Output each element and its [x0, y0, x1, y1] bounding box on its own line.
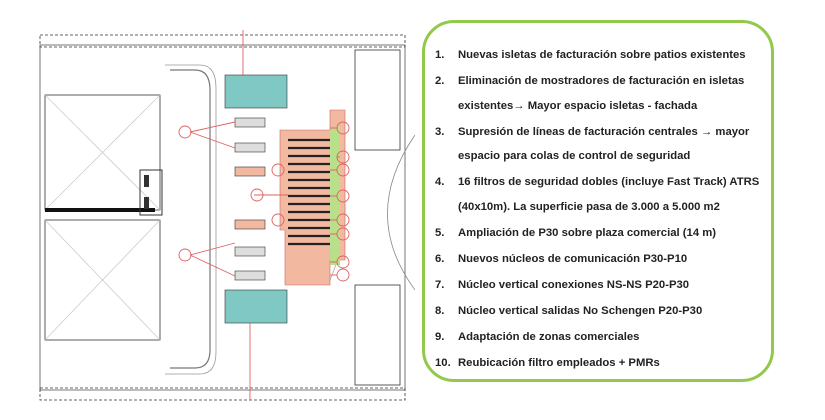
item-number: 8. — [435, 304, 445, 317]
item-number: 3. — [435, 125, 445, 138]
list-item: 9. Adaptación de zonas comerciales — [435, 325, 775, 350]
list-item: 10. Reubicación filtro empleados + PMRs — [435, 351, 775, 376]
improvements-list: 1. Nuevas isletas de facturación sobre pa… — [435, 43, 775, 377]
list-item: 7. Núcleo vertical conexiones NS-NS P20-P… — [435, 273, 775, 298]
improvements-list-panel: 1. Nuevas isletas de facturación sobre pa… — [422, 20, 774, 382]
terminal-floor-plan — [39, 30, 415, 401]
item-number: 2. — [435, 75, 445, 87]
item-text: Eliminación de mostradores de facturació… — [458, 75, 745, 112]
item-text: Nuevos núcleos de comunicación P30-P10 — [458, 252, 688, 265]
item-text: Supresión de líneas de facturación centr… — [458, 125, 750, 163]
list-item: 4. 16 filtros de seguridad dobles (incluy… — [435, 170, 775, 219]
item-text: Reubicación filtro empleados + PMRs — [458, 356, 660, 369]
item-text: 16 filtros de seguridad dobles (incluye … — [458, 176, 760, 213]
item-text: Nuevas isletas de facturación sobre pati… — [458, 49, 746, 61]
item-number: 4. — [435, 176, 445, 188]
list-item: 2. Eliminación de mostradores de facturac… — [435, 69, 775, 118]
item-text: Ampliación de P30 sobre plaza comercial … — [458, 226, 717, 239]
list-item: 5. Ampliación de P30 sobre plaza comercia… — [435, 221, 775, 246]
list-item: 3. Supresión de líneas de facturación cen… — [435, 120, 775, 169]
item-number: 10. — [435, 356, 451, 369]
item-number: 7. — [435, 278, 445, 291]
item-number: 1. — [435, 49, 445, 61]
item-number: 6. — [435, 252, 445, 265]
item-number: 5. — [435, 226, 445, 239]
list-item: 8. Núcleo vertical salidas No Schengen P2… — [435, 299, 775, 324]
item-text: Núcleo vertical salidas No Schengen P20-… — [458, 304, 703, 317]
list-item: 1. Nuevas isletas de facturación sobre pa… — [435, 43, 775, 68]
item-number: 9. — [435, 330, 445, 343]
item-text: Adaptación de zonas comerciales — [458, 330, 640, 343]
list-item: 6. Nuevos núcleos de comunicación P30-P10 — [435, 247, 775, 272]
item-text: Núcleo vertical conexiones NS-NS P20-P30 — [458, 278, 690, 291]
